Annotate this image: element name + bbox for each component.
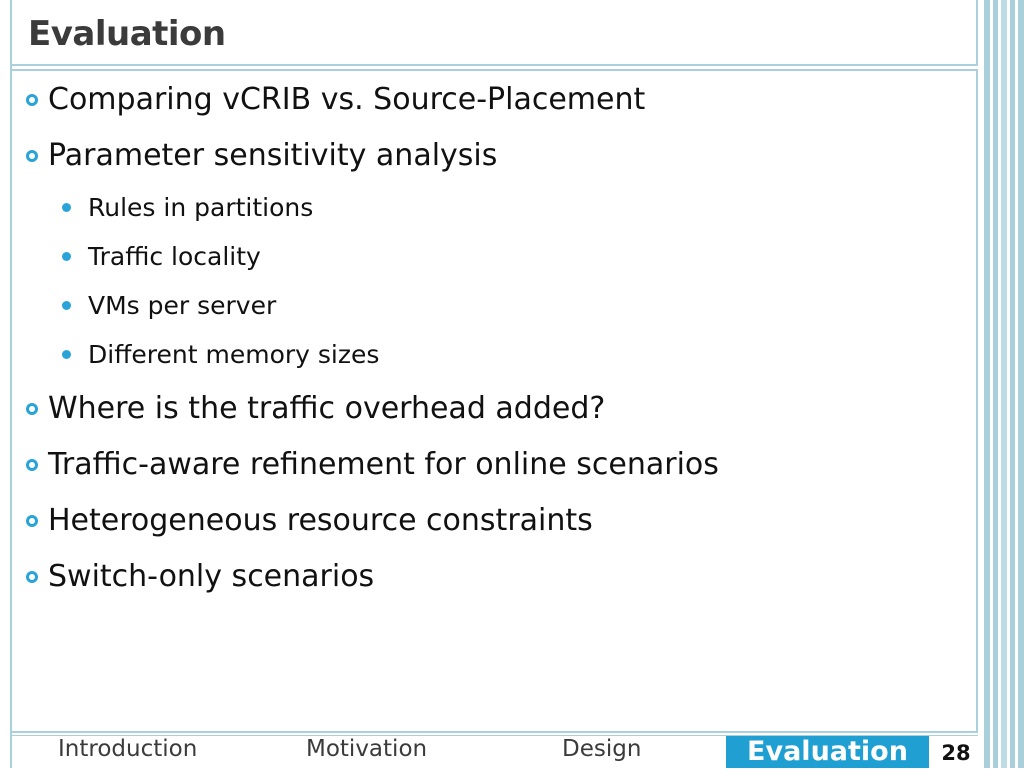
sub-bullet-text: VMs per server	[88, 291, 277, 320]
sub-bullet-text: Rules in partitions	[88, 193, 314, 222]
content-frame	[12, 71, 978, 731]
sub-bullet-item: Traffic locality	[62, 242, 261, 271]
bullet-item: Comparing vCRIB vs. Source-Placement	[26, 82, 645, 117]
ring-bullet-icon	[26, 570, 38, 583]
nav-motivation[interactable]: Motivation	[306, 736, 428, 762]
bullet-text: Heterogeneous resource constraints	[48, 503, 593, 538]
sub-bullet-text: Traffic locality	[88, 242, 261, 271]
nav-design[interactable]: Design	[562, 736, 642, 762]
dot-bullet-icon	[62, 203, 71, 212]
bullet-item: Where is the traffic overhead added?	[26, 391, 605, 426]
ring-bullet-icon	[26, 93, 38, 106]
dot-bullet-icon	[62, 301, 71, 310]
nav-evaluation-active[interactable]: Evaluation	[726, 736, 929, 768]
ring-bullet-icon	[26, 402, 38, 415]
bullet-text: Where is the traffic overhead added?	[48, 391, 606, 426]
bullet-text: Comparing vCRIB vs. Source-Placement	[48, 82, 646, 117]
footer-rule	[12, 731, 978, 733]
decorative-stripes	[984, 0, 1024, 768]
sub-bullet-text: Different memory sizes	[88, 340, 380, 369]
ring-bullet-icon	[26, 514, 38, 527]
sub-bullet-item: VMs per server	[62, 291, 276, 320]
title-frame: Evaluation	[12, 0, 978, 66]
slide-title: Evaluation	[28, 14, 226, 54]
ring-bullet-icon	[26, 458, 38, 471]
footer-rule-thin	[12, 735, 978, 736]
dot-bullet-icon	[62, 252, 71, 261]
bullet-item: Switch-only scenarios	[26, 559, 374, 594]
bullet-text: Traffic-aware refinement for online scen…	[48, 447, 719, 482]
ring-bullet-icon	[26, 149, 38, 162]
dot-bullet-icon	[62, 350, 71, 359]
bullet-item: Traffic-aware refinement for online scen…	[26, 447, 719, 482]
nav-introduction[interactable]: Introduction	[58, 736, 198, 762]
sub-bullet-item: Different memory sizes	[62, 340, 379, 369]
title-underline	[12, 69, 978, 71]
left-frame-rule	[10, 0, 12, 768]
page-number: 28	[941, 741, 971, 765]
bullet-text: Switch-only scenarios	[48, 559, 375, 594]
sub-bullet-item: Rules in partitions	[62, 193, 313, 222]
bullet-text: Parameter sensitivity analysis	[48, 138, 498, 173]
bullet-item: Parameter sensitivity analysis	[26, 138, 497, 173]
bullet-item: Heterogeneous resource constraints	[26, 503, 593, 538]
